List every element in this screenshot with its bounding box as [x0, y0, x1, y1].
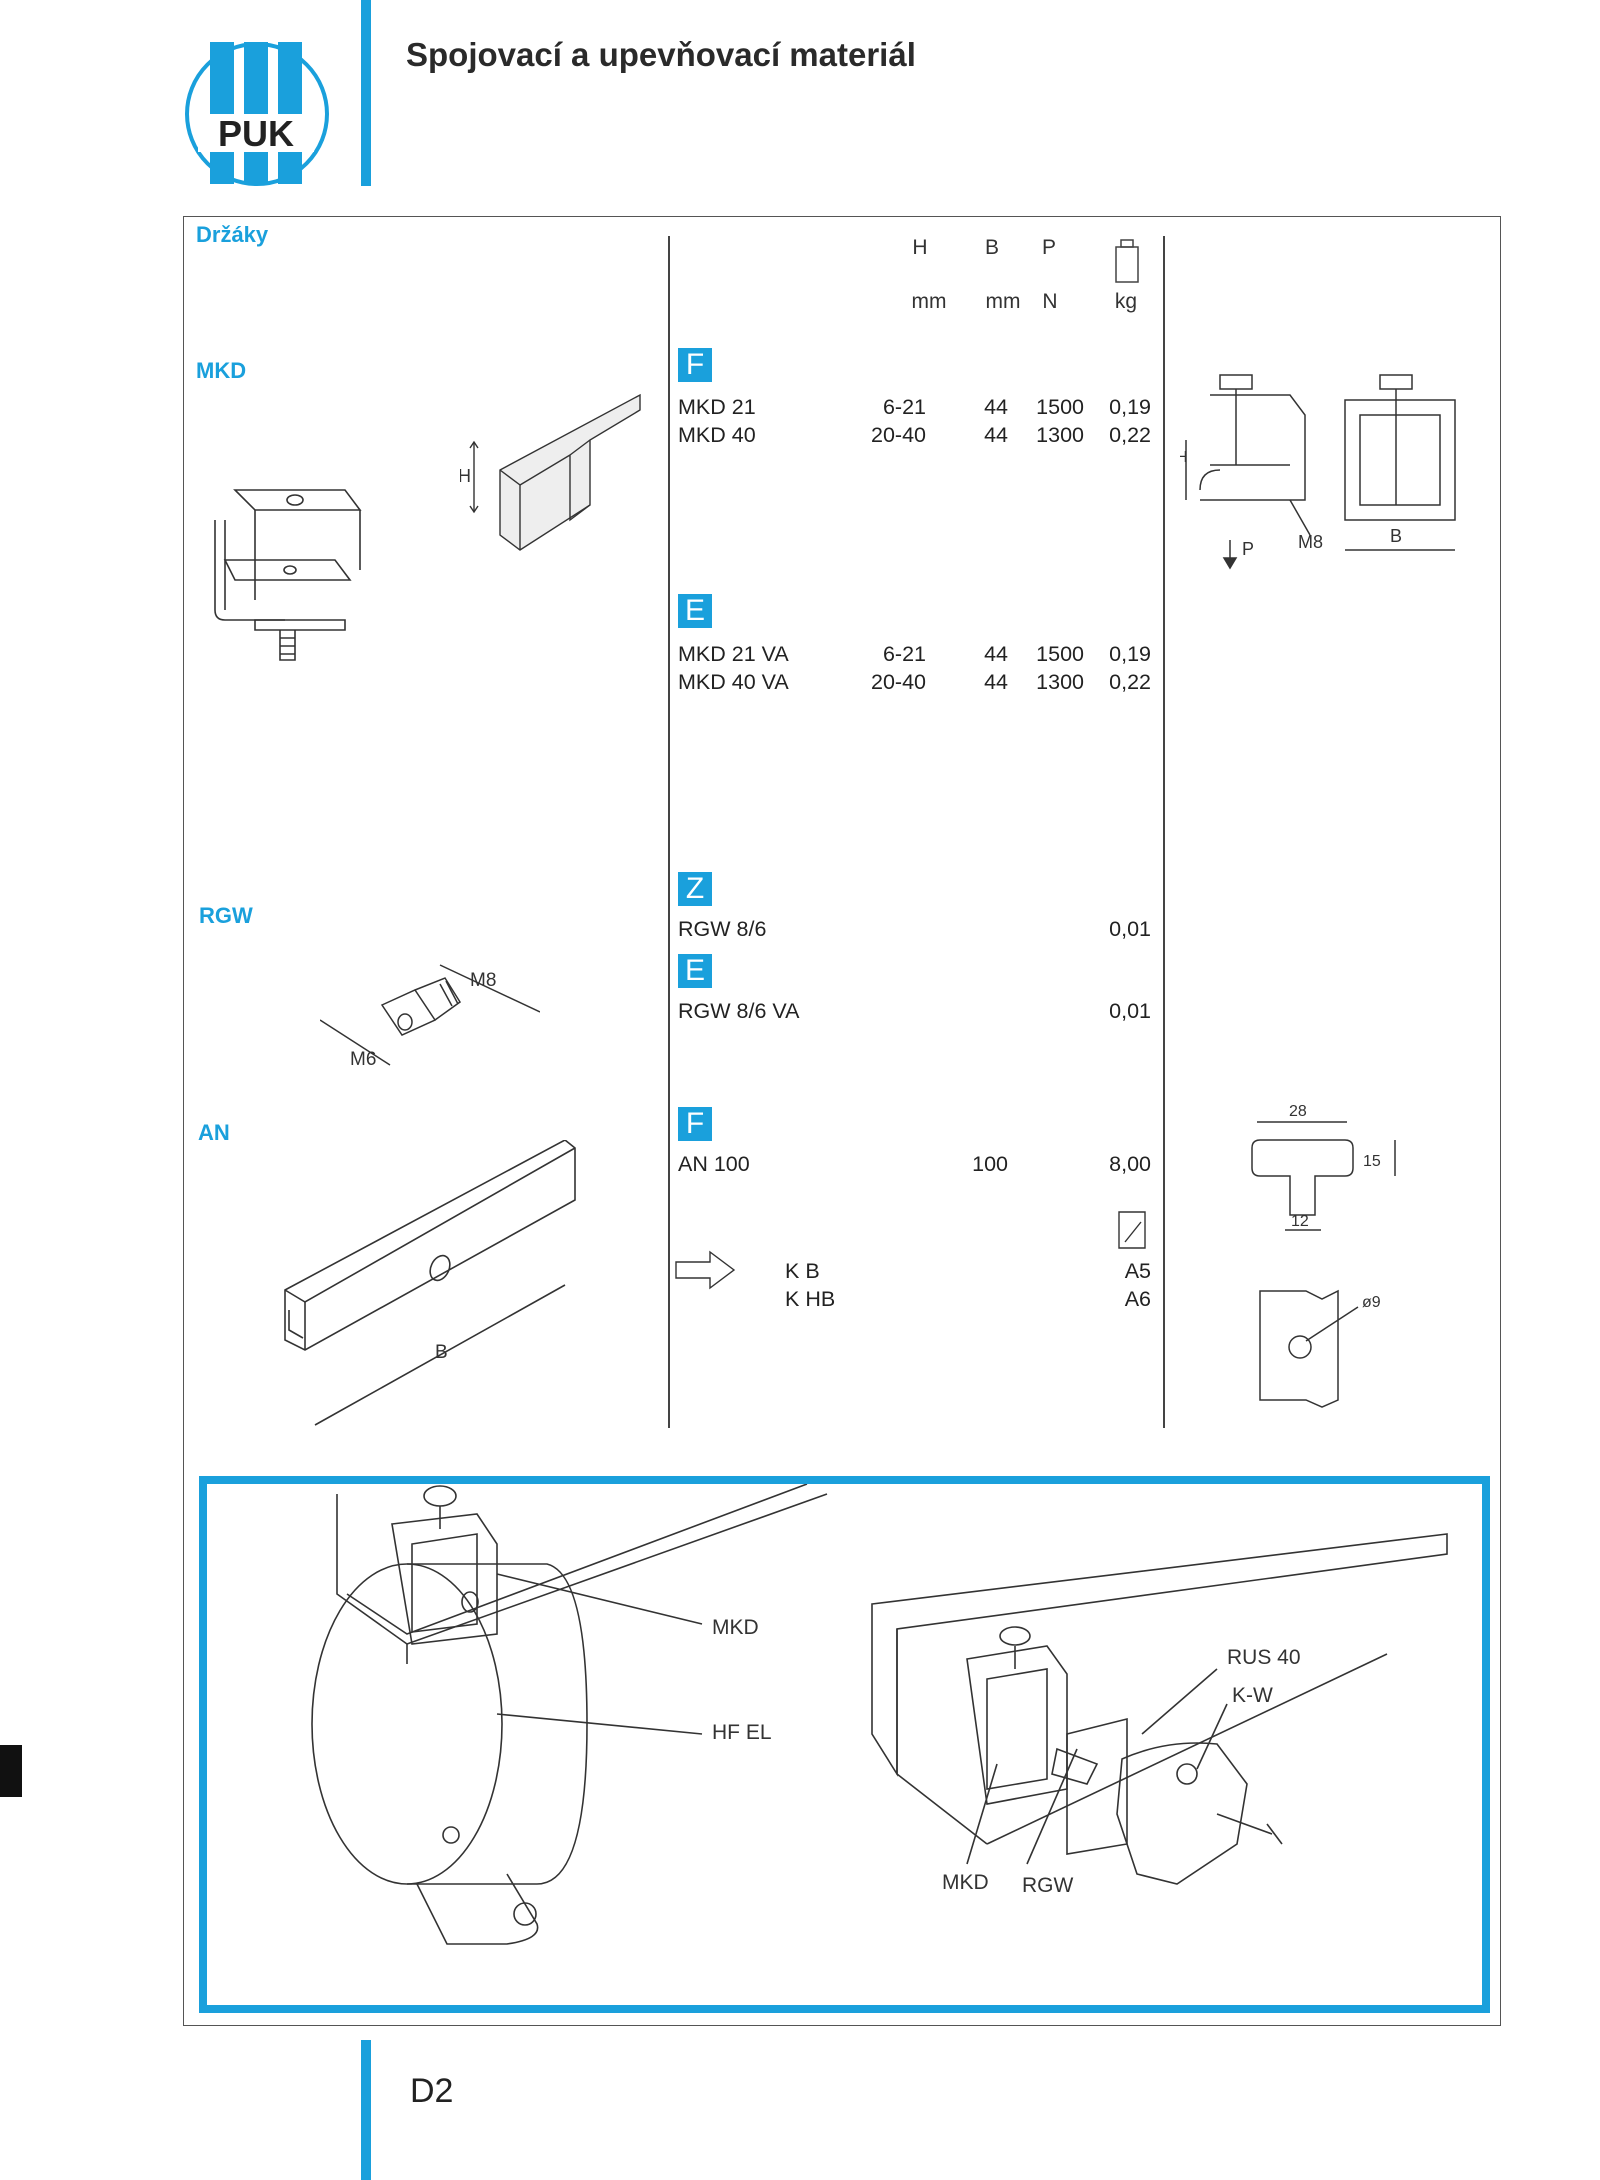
- document-icon: [1117, 1210, 1147, 1255]
- logo-text: PUK: [218, 113, 294, 154]
- value-w: 0,01: [1109, 917, 1151, 941]
- value-b: 100: [972, 1152, 1008, 1176]
- reference-row[interactable]: K HB A6: [785, 1285, 1153, 1313]
- mkd-p-label: P: [1242, 539, 1254, 559]
- col-p: P: [1041, 236, 1056, 259]
- product-name: RGW 8/6: [678, 917, 767, 941]
- column-divider-right: [1163, 236, 1165, 1428]
- rgw-m6-label: M6: [350, 1049, 376, 1070]
- value-h: 20-40: [871, 423, 926, 447]
- product-name: MKD 21: [678, 395, 756, 419]
- an-w12-label: 12: [1291, 1213, 1309, 1230]
- value-b: 44: [984, 395, 1008, 419]
- an-cross-section-drawing: 28 15 12: [1245, 1100, 1405, 1255]
- value-b: 44: [984, 423, 1008, 447]
- material-badge: E: [678, 594, 712, 628]
- page-number: D2: [410, 2072, 454, 2110]
- col-p-unit: N: [1042, 290, 1058, 313]
- an-b-label: B: [435, 1342, 448, 1363]
- table-row: AN 100 100 8,00: [678, 1150, 1153, 1178]
- material-badge: Z: [678, 872, 712, 906]
- table-row: MKD 21 VA 6-21 44 1500 0,19: [678, 640, 1153, 668]
- mkd-b-label: B: [1390, 526, 1402, 546]
- value-b: 44: [984, 642, 1008, 666]
- value-w: 0,19: [1109, 642, 1151, 666]
- value-h: 6-21: [882, 642, 926, 666]
- mkd-technical-drawing: H P M8 B: [1176, 370, 1480, 585]
- col-b: B: [984, 236, 999, 259]
- value-w: 0,22: [1109, 670, 1151, 694]
- product-name: MKD 40: [678, 423, 756, 447]
- side-tab-marker: [0, 1745, 22, 1797]
- material-badge: F: [678, 1107, 712, 1141]
- mkd-side-h-label: H: [1180, 449, 1188, 466]
- mkd-profile-h-label: H: [460, 466, 471, 486]
- table-row: MKD 40 20-40 44 1300 0,22: [678, 421, 1153, 449]
- section-label-rgw: RGW: [199, 903, 253, 928]
- value-p: 1300: [1036, 670, 1084, 694]
- col-b-unit: mm: [985, 290, 1021, 313]
- example-mkd-right-label: MKD: [942, 1871, 989, 1894]
- rgw-m8-label: M8: [470, 970, 496, 991]
- an-h15-label: 15: [1363, 1153, 1381, 1170]
- product-name: MKD 40 VA: [678, 670, 789, 694]
- col-h-unit: mm: [911, 290, 947, 313]
- column-divider-left: [668, 236, 670, 1428]
- footer-accent-bar: [361, 2040, 371, 2180]
- an-w28-label: 28: [1289, 1103, 1307, 1120]
- material-badge: F: [678, 348, 712, 382]
- product-name: MKD 21 VA: [678, 642, 789, 666]
- col-w-unit: kg: [1114, 290, 1138, 313]
- header-accent-bar: [361, 0, 371, 186]
- product-name: AN 100: [678, 1152, 750, 1176]
- logo: PUK: [182, 38, 332, 188]
- value-w: 8,00: [1109, 1152, 1151, 1176]
- example-rgw-label: RGW: [1022, 1874, 1074, 1897]
- example-kw-label: K-W: [1232, 1684, 1273, 1707]
- value-w: 0,19: [1109, 395, 1151, 419]
- value-p: 1300: [1036, 423, 1084, 447]
- mkd-clamp-drawing: [195, 470, 375, 675]
- value-w: 0,01: [1109, 999, 1151, 1023]
- value-p: 1500: [1036, 395, 1084, 419]
- example-hf-el-label: HF EL: [712, 1721, 772, 1744]
- application-example-box: MKD HF EL RUS 40 K-W MKD RGW: [199, 1476, 1490, 2013]
- mkd-profile-drawing: H: [458, 390, 650, 565]
- value-w: 0,22: [1109, 423, 1151, 447]
- mkd-m8-label: M8: [1298, 532, 1323, 552]
- category-title: Držáky: [196, 222, 269, 247]
- reference-page: A5: [1124, 1259, 1151, 1283]
- reference-page: A6: [1124, 1287, 1151, 1311]
- material-badge: E: [678, 954, 712, 988]
- an-hole-detail-drawing: ø9: [1250, 1285, 1400, 1420]
- weight-icon: [1112, 238, 1142, 289]
- section-label-mkd: MKD: [196, 358, 247, 383]
- table-row: MKD 21 6-21 44 1500 0,19: [678, 393, 1153, 421]
- example-rus40-label: RUS 40: [1227, 1646, 1301, 1669]
- value-b: 44: [984, 670, 1008, 694]
- value-h: 6-21: [882, 395, 926, 419]
- an-d9-label: ø9: [1362, 1294, 1381, 1311]
- product-name: RGW 8/6 VA: [678, 999, 800, 1023]
- reference-name: K B: [785, 1259, 820, 1283]
- table-row: RGW 8/6 VA 0,01: [678, 997, 1153, 1025]
- value-h: 20-40: [871, 670, 926, 694]
- table-row: RGW 8/6 0,01: [678, 915, 1153, 943]
- an-channel-drawing: B: [275, 1139, 595, 1435]
- catalog-frame: [183, 216, 1501, 2026]
- rgw-drawing: M8 M6: [319, 950, 541, 1085]
- table-row: MKD 40 VA 20-40 44 1300 0,22: [678, 668, 1153, 696]
- example-mkd-left-label: MKD: [712, 1616, 759, 1639]
- value-p: 1500: [1036, 642, 1084, 666]
- arrow-right-icon: [674, 1250, 738, 1295]
- col-h: H: [912, 236, 928, 259]
- section-label-an: AN: [198, 1120, 230, 1145]
- reference-row[interactable]: K B A5: [785, 1257, 1153, 1285]
- page-title: Spojovací a upevňovací materiál: [406, 36, 916, 73]
- reference-name: K HB: [785, 1287, 836, 1311]
